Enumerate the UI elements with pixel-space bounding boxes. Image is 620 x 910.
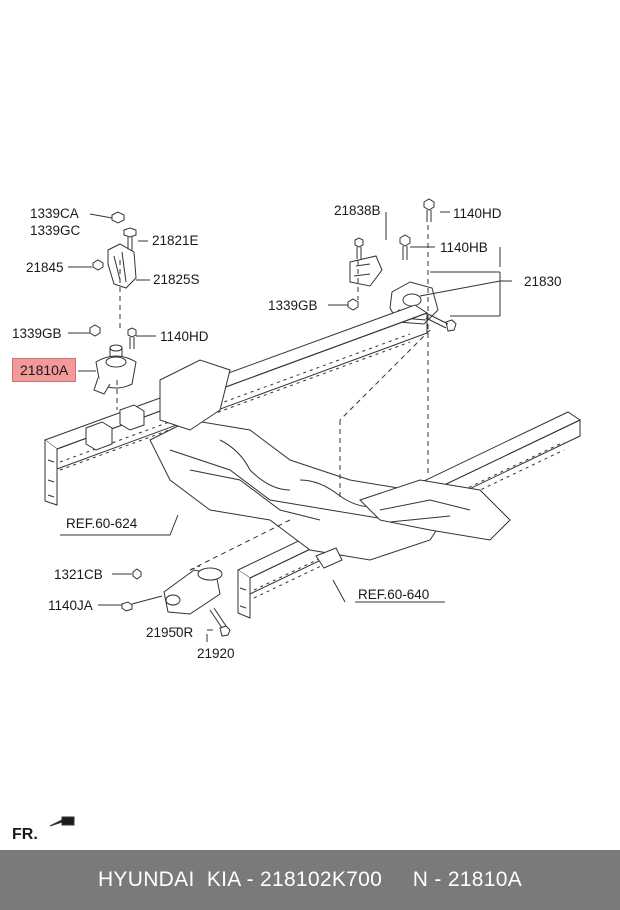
part-label-21825s[interactable]: 21825S: [153, 272, 200, 287]
lower-mount-drawing: [121, 567, 231, 637]
part-label-1140hd-right[interactable]: 1140HD: [453, 206, 502, 221]
part-label-1140ja[interactable]: 1140JA: [48, 598, 93, 613]
front-direction-label: FR.: [12, 826, 38, 843]
part-label-1140hb[interactable]: 1140HB: [440, 240, 488, 255]
part-number-footer: HYUNDAI KIA - 218102K700 N - 21810A: [0, 850, 620, 910]
part-label-1339gb-left[interactable]: 1339GB: [12, 326, 62, 341]
part-label-1339gc[interactable]: 1339GC: [30, 223, 81, 238]
part-label-21838b[interactable]: 21838B: [334, 203, 381, 218]
part-label-21950r[interactable]: 21950R: [146, 625, 194, 640]
highlighted-part-21810a[interactable]: 21810A: [12, 358, 77, 382]
part-label-21821e[interactable]: 21821E: [152, 233, 199, 248]
part-label-21920[interactable]: 21920: [197, 646, 235, 661]
part-label-21845[interactable]: 21845: [26, 260, 64, 275]
footer-text: HYUNDAI KIA - 218102K700 N - 21810A: [97, 868, 523, 891]
reference-60-640[interactable]: REF.60-640: [358, 587, 430, 602]
reference-60-624[interactable]: REF.60-624: [66, 516, 138, 531]
part-label-1339gb-right[interactable]: 1339GB: [268, 298, 318, 313]
leader-lines: [60, 211, 512, 642]
engine-mount-bracket-drawing: [89, 211, 137, 395]
part-label-1339ca[interactable]: 1339CA: [30, 206, 79, 221]
dashed-alignment-lines: [116, 225, 431, 571]
front-direction-arrow: [49, 816, 75, 827]
front-subframe-drawing: [43, 304, 582, 619]
part-label-21830[interactable]: 21830: [524, 274, 562, 289]
part-label-1321cb[interactable]: 1321CB: [54, 567, 103, 582]
exploded-parts-diagram: [43, 198, 582, 827]
part-label-1140hd-left[interactable]: 1140HD: [160, 329, 209, 344]
